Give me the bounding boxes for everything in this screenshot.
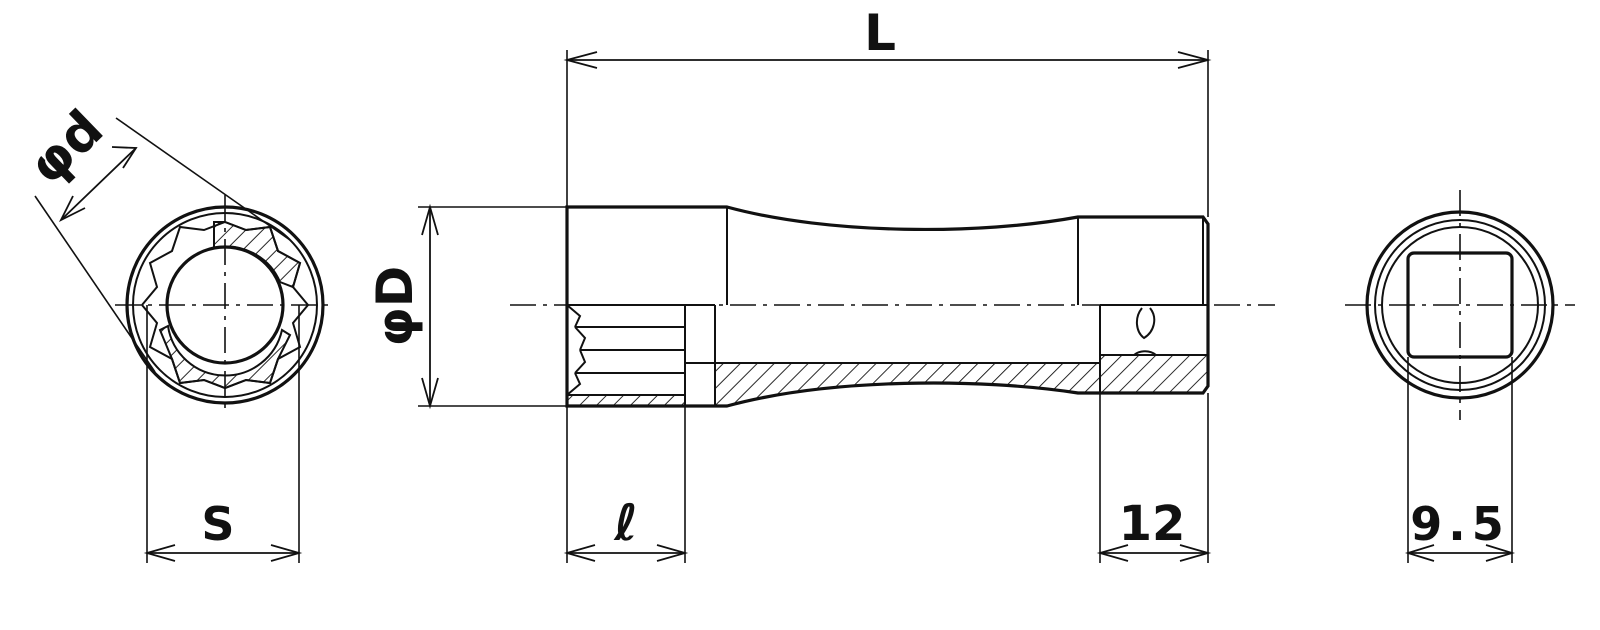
length-label: L [864, 4, 896, 62]
section-wall-hatch [566, 394, 686, 407]
socket-size-label: S [201, 497, 234, 551]
socket-end-view [34, 117, 335, 563]
drive-length-label: 12 [1119, 496, 1186, 552]
detent-hole [1136, 307, 1156, 340]
drive-size-label: 9.5 [1410, 497, 1510, 551]
drive-end-view [1345, 190, 1575, 563]
socket-depth-label: ℓ [613, 494, 638, 552]
outer-diameter-label: φD [366, 266, 424, 347]
end-view-hatch [213, 221, 302, 289]
socket-side-view [418, 50, 1275, 563]
